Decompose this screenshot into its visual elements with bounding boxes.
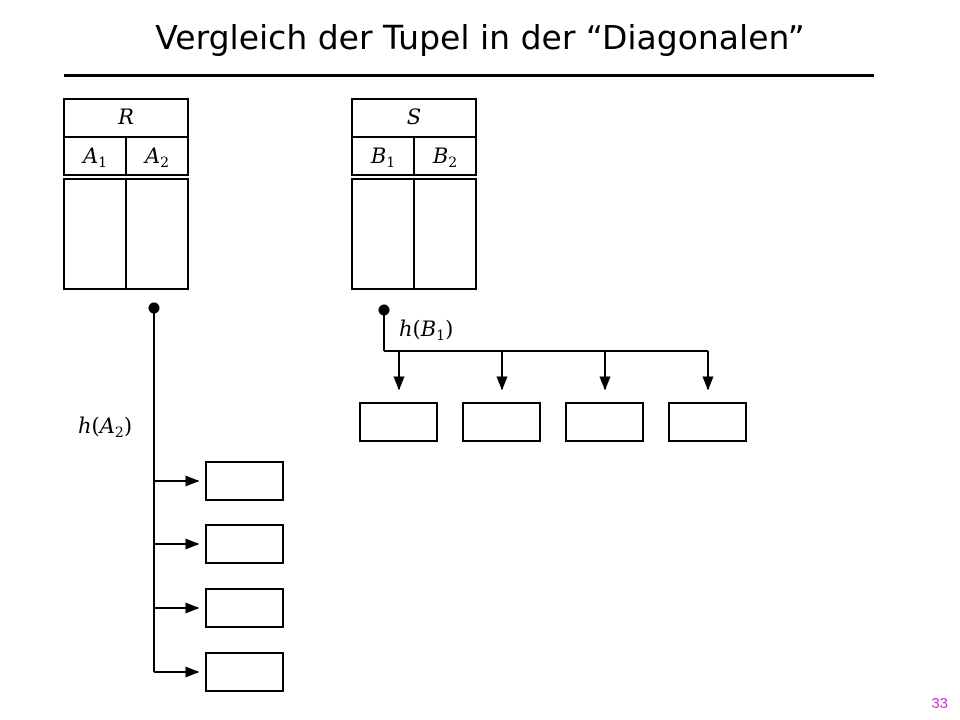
- bucket-s-4: [668, 402, 747, 442]
- bucket-s-1: [359, 402, 438, 442]
- relation-s-attr2: B2: [432, 144, 457, 171]
- bucket-r-4: [205, 652, 284, 692]
- bucket-s-2: [462, 402, 541, 442]
- page-number: 33: [931, 695, 948, 712]
- relation-r-attr1: A1: [81, 144, 107, 171]
- hash-path-r: [148, 302, 284, 692]
- title-rule: [64, 74, 874, 77]
- relation-r-attr2: A2: [143, 144, 169, 171]
- relation-s-name: S: [407, 105, 421, 129]
- bucket-r-3: [205, 588, 284, 628]
- slide-title: Vergleich der Tupel in der “Diagonalen”: [155, 18, 805, 57]
- relation-r-table: [63, 98, 189, 290]
- relation-s-table: [351, 98, 477, 290]
- relation-s-attr1: B1: [370, 144, 395, 171]
- bucket-s-3: [565, 402, 644, 442]
- relation-r-name: R: [117, 105, 134, 129]
- hash-path-s: [359, 304, 747, 442]
- bucket-r-1: [205, 461, 284, 501]
- hash-function-label-r: h(A2): [78, 414, 132, 441]
- hash-function-label-s: h(B1): [399, 317, 453, 344]
- bucket-r-2: [205, 524, 284, 564]
